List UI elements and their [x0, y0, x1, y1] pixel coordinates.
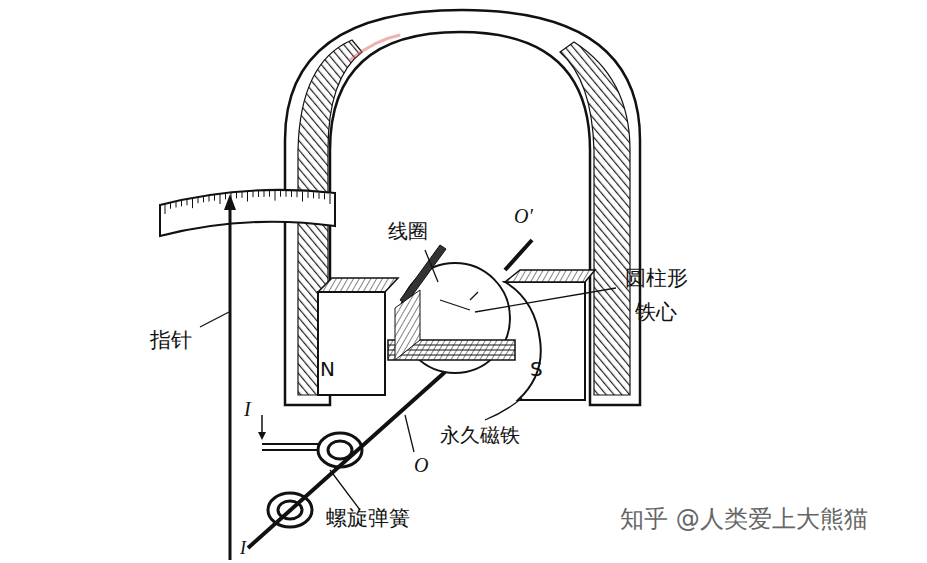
scale-tick [214, 195, 215, 201]
dial-scale [160, 190, 335, 236]
scale-tick [286, 191, 287, 197]
scale-tick [225, 193, 226, 199]
scale-tick [192, 198, 193, 208]
faint-watermark [350, 35, 400, 60]
scale-tick [203, 196, 204, 202]
scale-tick [330, 194, 331, 204]
wire [262, 449, 318, 451]
axis-label: O [414, 454, 428, 477]
n-pole-top [318, 278, 398, 292]
scale-tick [181, 200, 182, 206]
pole-label: S [530, 358, 543, 381]
scale-tick [308, 192, 309, 198]
scale-tick [209, 195, 210, 201]
scale-tick [275, 191, 276, 201]
scale-tick [258, 191, 259, 197]
current-label: I [240, 538, 246, 559]
current-label: I [244, 398, 251, 421]
scale-tick [297, 191, 298, 197]
scale-tick [220, 194, 221, 204]
part-label: 指针 [150, 328, 192, 352]
scale-tick [313, 192, 314, 198]
scale-tick [165, 204, 166, 214]
scale-tick [176, 201, 177, 207]
n-pole-piece [318, 292, 385, 395]
scale-tick [264, 191, 265, 197]
scale-tick [170, 203, 171, 209]
axis-label: O′ [514, 205, 533, 228]
scale-tick [253, 191, 254, 197]
pointer-tip [224, 194, 236, 210]
scale-tick [324, 193, 325, 199]
scale-tick [242, 192, 243, 198]
part-label: 永久磁铁 [440, 424, 520, 447]
scale-tick [269, 191, 270, 197]
leader-line [200, 250, 616, 510]
s-pole-top [505, 270, 595, 282]
part-label: 圆柱形 铁心 [620, 262, 692, 329]
coil [388, 245, 515, 360]
scale-tick [187, 199, 188, 205]
horseshoe-magnet [285, 10, 640, 405]
scale-tick [236, 192, 237, 198]
scale-tick [291, 191, 292, 197]
scale-ticks [165, 191, 330, 214]
watermark: 知乎 @人类爱上大熊猫 [620, 506, 868, 534]
scale-tick [247, 192, 248, 202]
scale-tick [319, 193, 320, 199]
pointer [229, 205, 232, 560]
scale-tick [302, 192, 303, 202]
pole-label: N [320, 358, 335, 381]
part-label: 线圈 [388, 220, 428, 243]
part-label: 螺旋弹簧 [326, 506, 410, 530]
scale-tick [280, 191, 281, 197]
axis-lower [248, 372, 445, 548]
axis-upper [505, 240, 532, 270]
current-arrowhead [258, 432, 266, 440]
scale-tick [198, 197, 199, 203]
wire [262, 443, 318, 445]
